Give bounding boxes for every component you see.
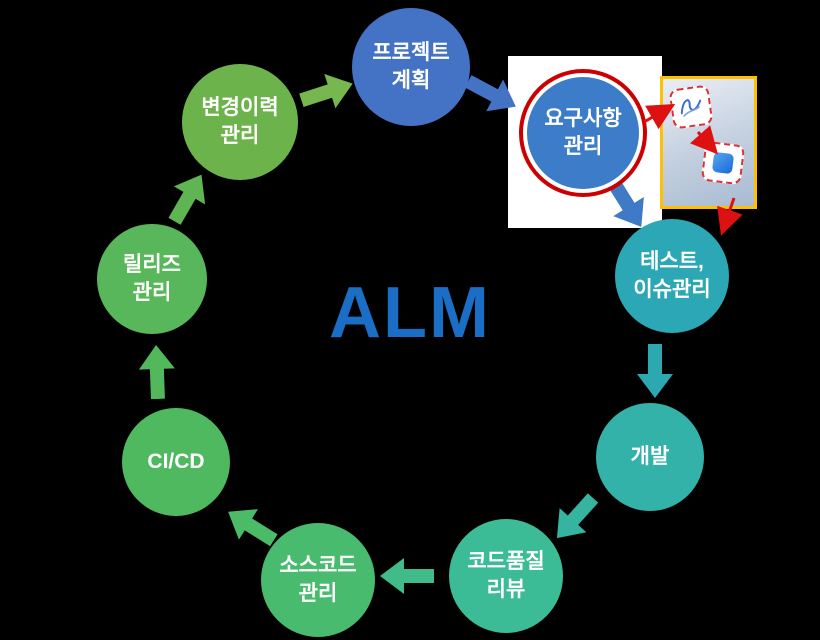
node-label: 소스코드 관리 (279, 553, 357, 605)
node-label: 테스트, 이슈관리 (633, 249, 711, 301)
node-development: 개발 (596, 403, 704, 511)
arrow-shape (464, 75, 516, 112)
arrow-shape (556, 493, 599, 539)
arrow-test-to-development (635, 344, 675, 398)
node-requirements-management: 요구사항 관리 (527, 77, 639, 189)
node-label: 코드품질 리뷰 (467, 549, 545, 601)
arrow-shape (138, 345, 175, 400)
app-badge (700, 140, 746, 186)
sketch-badge (668, 84, 714, 130)
arrow-requirements-to-test (596, 171, 659, 238)
arrow-change-history-to-project (295, 65, 359, 120)
node-label: CI/CD (147, 449, 205, 473)
node-source-code-management: 소스코드 관리 (261, 523, 375, 637)
arrow-shape (606, 177, 644, 227)
node-release-management: 릴리즈 관리 (97, 224, 207, 334)
arrow-source-code-to-cicd (218, 495, 285, 558)
node-label: 개발 (630, 444, 670, 468)
node-label: 변경이력 관리 (201, 95, 279, 147)
arrow-release-to-change-history (157, 165, 219, 232)
arrow-project-to-requirements (459, 64, 525, 125)
node-code-quality-review: 코드품질 리뷰 (449, 519, 563, 633)
node-change-history-management: 변경이력 관리 (182, 64, 298, 180)
arrow-shape (299, 73, 353, 109)
arrow-code-quality-to-source-code (380, 556, 434, 596)
sketch-icon (680, 99, 702, 117)
arrow-shape (380, 558, 434, 594)
node-label: 릴리즈 관리 (123, 252, 181, 304)
node-label: 프로젝트 계획 (372, 40, 450, 92)
node-project-planning: 프로젝트 계획 (352, 8, 470, 126)
arrow-shape (228, 509, 278, 547)
screenshot-inset (660, 76, 757, 209)
node-test-issue-management: 테스트, 이슈관리 (615, 219, 729, 333)
node-ci-cd: CI/CD (122, 408, 230, 516)
arrow-shape (637, 344, 673, 398)
arrow-shape (168, 174, 206, 225)
arrow-cicd-to-release (136, 344, 178, 400)
node-label: 요구사항 관리 (544, 106, 622, 158)
arrow-development-to-code-quality (542, 485, 608, 552)
blue-app-icon (711, 151, 735, 175)
center-title: ALM (329, 273, 491, 353)
